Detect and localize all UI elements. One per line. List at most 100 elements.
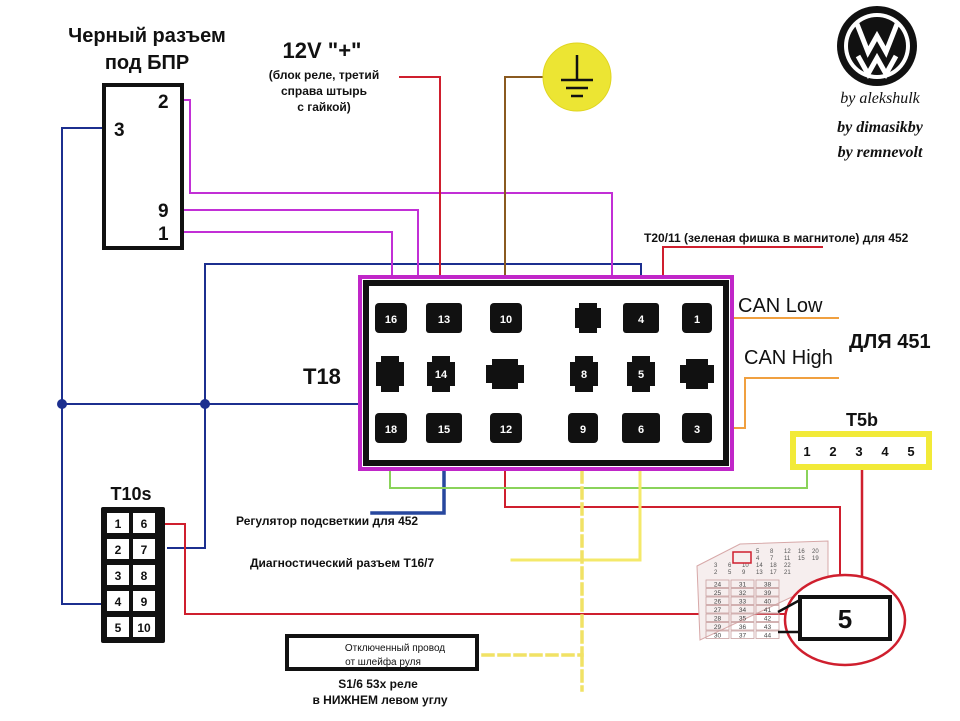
t10s-pin-label: 1 (115, 517, 122, 531)
relay-big-number: 5 (838, 604, 852, 634)
relay-top-pin: 5 (756, 549, 760, 555)
t10s-name: T10s (110, 484, 151, 504)
relay-grid-pin: 27 (714, 607, 722, 614)
t10s-pin-label: 4 (115, 595, 122, 609)
relay-label-line1: S1/6 53х реле (338, 677, 418, 691)
relay-top-pin: 20 (812, 549, 819, 555)
relay-top-pin: 10 (742, 563, 749, 569)
relay-grid-cell (755, 630, 780, 639)
t10s-pin-label: 5 (115, 621, 122, 635)
t5b-pin (796, 438, 818, 463)
relay-top-pin: 19 (812, 556, 819, 562)
t18-pin-blank (486, 359, 524, 389)
credit-alekshulk: by alekshulk (840, 90, 920, 107)
wire-red-pin12 (504, 439, 841, 601)
bpr-pin-2: 2 (158, 92, 169, 113)
t18-pin-18 (375, 413, 407, 443)
t10s-pin (133, 513, 155, 533)
wire-yellow-diag (510, 438, 642, 562)
t10s-pin (107, 539, 129, 559)
can-for-451-label: ДЛЯ 451 (849, 331, 931, 353)
power-label: 12V "+" (блок реле, третий справа штырь … (269, 38, 379, 114)
t18-pin-3-label: 3 (694, 424, 700, 436)
credit-remnevolt: by remnevolt (838, 144, 923, 161)
t18-pin-12-label: 12 (500, 424, 512, 436)
relay-grid-pin: 31 (739, 582, 747, 589)
relay-top-pin: 7 (770, 556, 774, 562)
t18-name: T18 (303, 364, 341, 389)
junction-dot (200, 399, 210, 409)
relay-top-pin: 17 (770, 570, 777, 576)
relay-grid-cell (705, 630, 730, 639)
relay-grid-cell (705, 579, 730, 588)
t10s-pin-label: 10 (137, 621, 151, 635)
ground-icon (542, 42, 612, 112)
relay-grid-pin: 33 (739, 599, 747, 606)
relay-top-pin: 18 (770, 563, 777, 569)
relay-grid-pin: 42 (764, 616, 772, 623)
bpr-pin-3: 3 (114, 120, 125, 141)
t18-pin-8-label: 8 (581, 369, 587, 381)
relay-grid-cell (730, 630, 755, 639)
can-high-label: CAN High (744, 347, 833, 369)
relay-grid-cell (730, 605, 755, 614)
relay-grid-pin: 41 (764, 607, 772, 614)
relay-grid-pin: 36 (739, 624, 747, 631)
wire-red-12v (399, 76, 441, 304)
power-label-title: 12V "+" (283, 38, 362, 63)
t10s-pin (133, 617, 155, 637)
t18-pin-6-label: 6 (638, 424, 644, 436)
relay-grid-cell (755, 579, 780, 588)
backlight-label: Регулятор подсветкии для 452 (236, 514, 418, 528)
bpr-connector: Черный разъем под БПР 2 3 9 1 (68, 25, 226, 250)
relay-grid-pin: 35 (739, 616, 747, 623)
relay-top-pin: 2 (714, 570, 718, 576)
relay-grid-cell (755, 622, 780, 631)
relay-grid-cell (730, 588, 755, 597)
t10s-pin-label: 6 (141, 517, 148, 531)
bpr-pin-9: 9 (158, 201, 169, 222)
credit-dimasikby: by dimasikby (837, 119, 924, 136)
bpr-pin-1: 1 (158, 224, 169, 245)
disconnected-line2: от шлейфа руля (345, 656, 421, 668)
bpr-title-line1: Черный разъем (68, 25, 226, 47)
bpr-title-line2: под БПР (105, 52, 189, 74)
relay-top-pin: 3 (714, 563, 718, 569)
relay-top-pin: 13 (756, 570, 763, 576)
relay-grid-cell (705, 596, 730, 605)
relay-grid-pin: 30 (714, 633, 722, 640)
t18-pin-4-label: 4 (638, 314, 645, 326)
t18-pin-blank (575, 303, 601, 333)
relay-top-pin: 9 (742, 570, 746, 576)
relay-top-pin: 11 (784, 556, 791, 562)
t10s-pin (107, 565, 129, 585)
relay-top-pin: 12 (784, 549, 791, 555)
relay-grid-cell (755, 605, 780, 614)
t18-pin-8 (570, 356, 598, 392)
t10s-pin-label: 3 (115, 569, 122, 583)
t18-pin-5 (627, 356, 655, 392)
relay-grid-pin: 40 (764, 599, 772, 606)
t18-pin-blank (376, 356, 404, 392)
t5b-pin-label: 5 (907, 444, 914, 459)
vw-logo (837, 6, 917, 86)
relay-top-pin: 14 (756, 563, 763, 569)
t5b-name: T5b (846, 410, 878, 430)
t10s-pin-label: 2 (115, 543, 122, 557)
t20-label: T20/11 (зеленая фишка в магнитоле) для 4… (644, 231, 909, 245)
relay-top-pin: 8 (770, 549, 774, 555)
t18-pin-15-label: 15 (438, 424, 450, 436)
t18-pin-3 (682, 413, 712, 443)
t18-pin-18-label: 18 (385, 424, 397, 436)
relay-grid-cell (755, 613, 780, 622)
relay-top-pin: 22 (784, 563, 791, 569)
t5b-pin (822, 438, 844, 463)
relay-label-line2: в НИЖНЕМ левом углу (312, 693, 447, 707)
wire-yellow-dashed-pin9 (476, 438, 584, 657)
relay-grid-cell (730, 613, 755, 622)
relay-grid-pin: 38 (764, 582, 772, 589)
t18-pin-16 (375, 303, 407, 333)
bpr-connector-box (102, 83, 184, 250)
t5b-pin-label: 3 (855, 444, 862, 459)
